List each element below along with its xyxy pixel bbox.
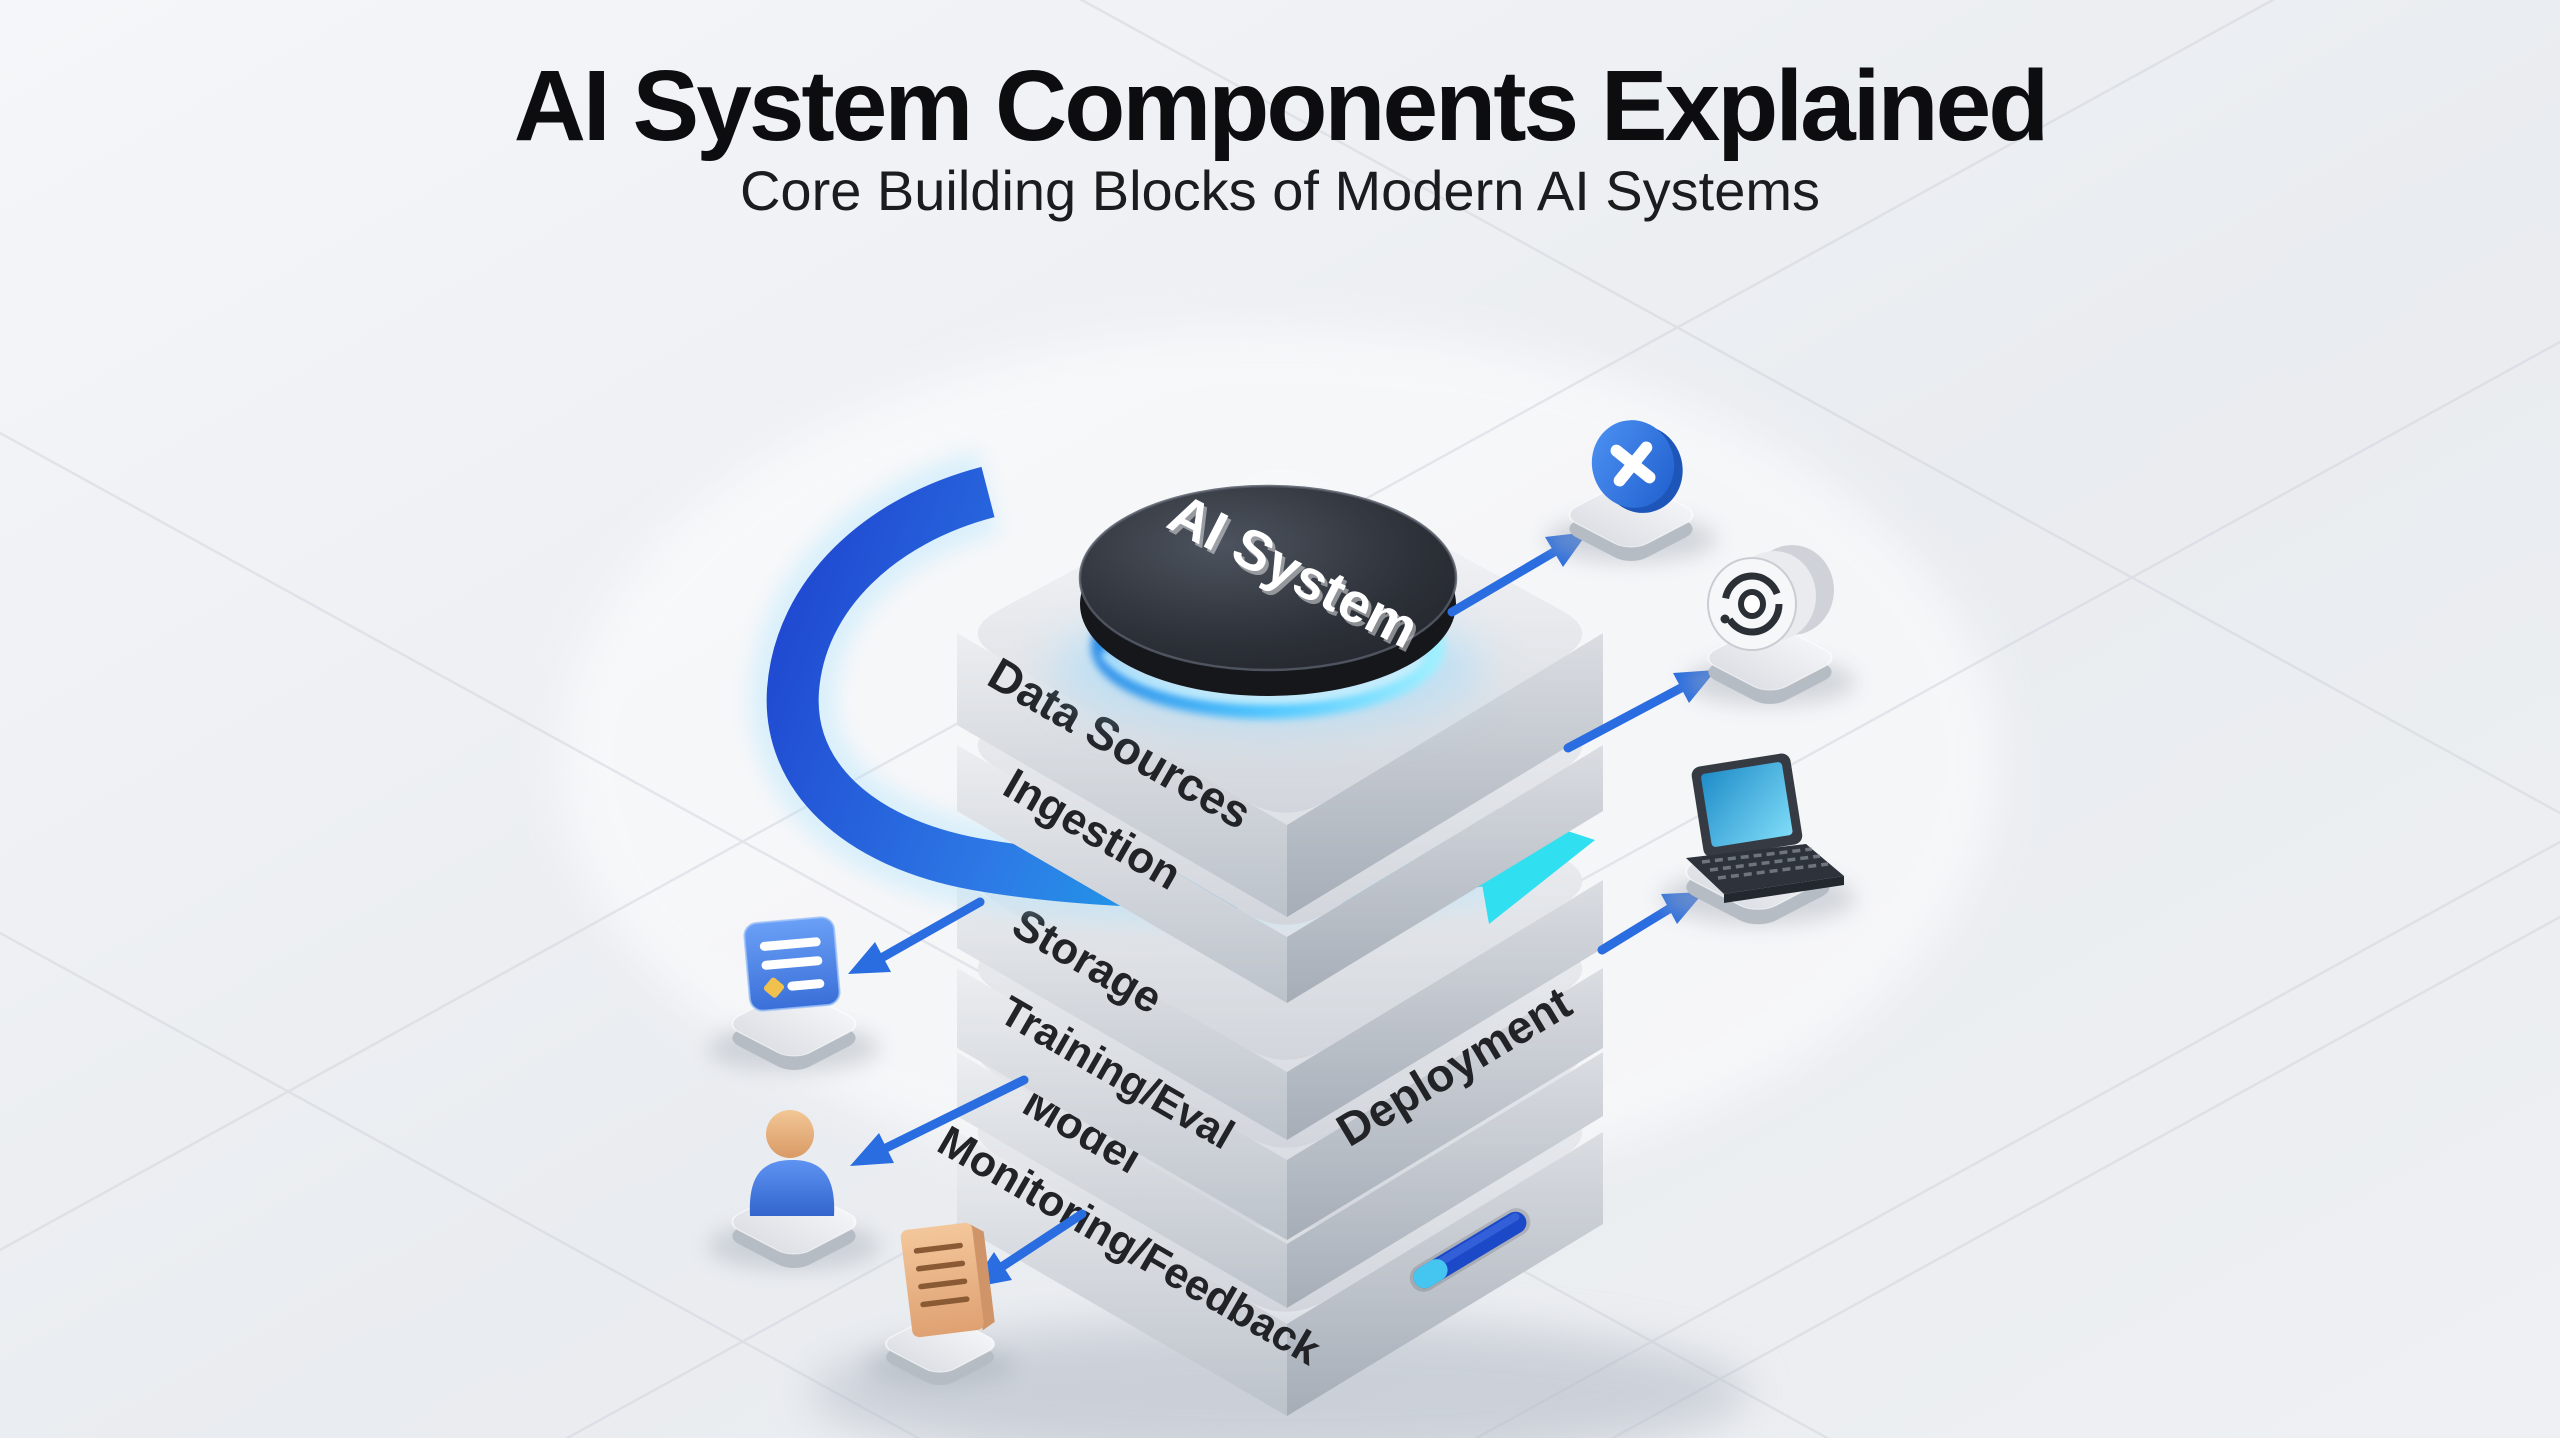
lens-icon [1707, 545, 1834, 651]
page-title: AI System Components Explained [514, 50, 2047, 162]
deployment-progress-bar [1409, 1208, 1531, 1292]
arrow-to-user [850, 1075, 1029, 1166]
report-document-icon [900, 1222, 995, 1338]
deployment-progress-fill [1413, 1259, 1448, 1289]
add-badge-icon [1591, 420, 1683, 513]
arrow-to-note-document [848, 897, 985, 974]
user-icon [749, 1110, 835, 1216]
ai-core-disc: AI System AI System [1053, 481, 1483, 730]
note-document-icon [743, 916, 841, 1012]
page-subtitle: Core Building Blocks of Modern AI System… [740, 159, 1820, 222]
laptop-icon [1686, 753, 1844, 903]
